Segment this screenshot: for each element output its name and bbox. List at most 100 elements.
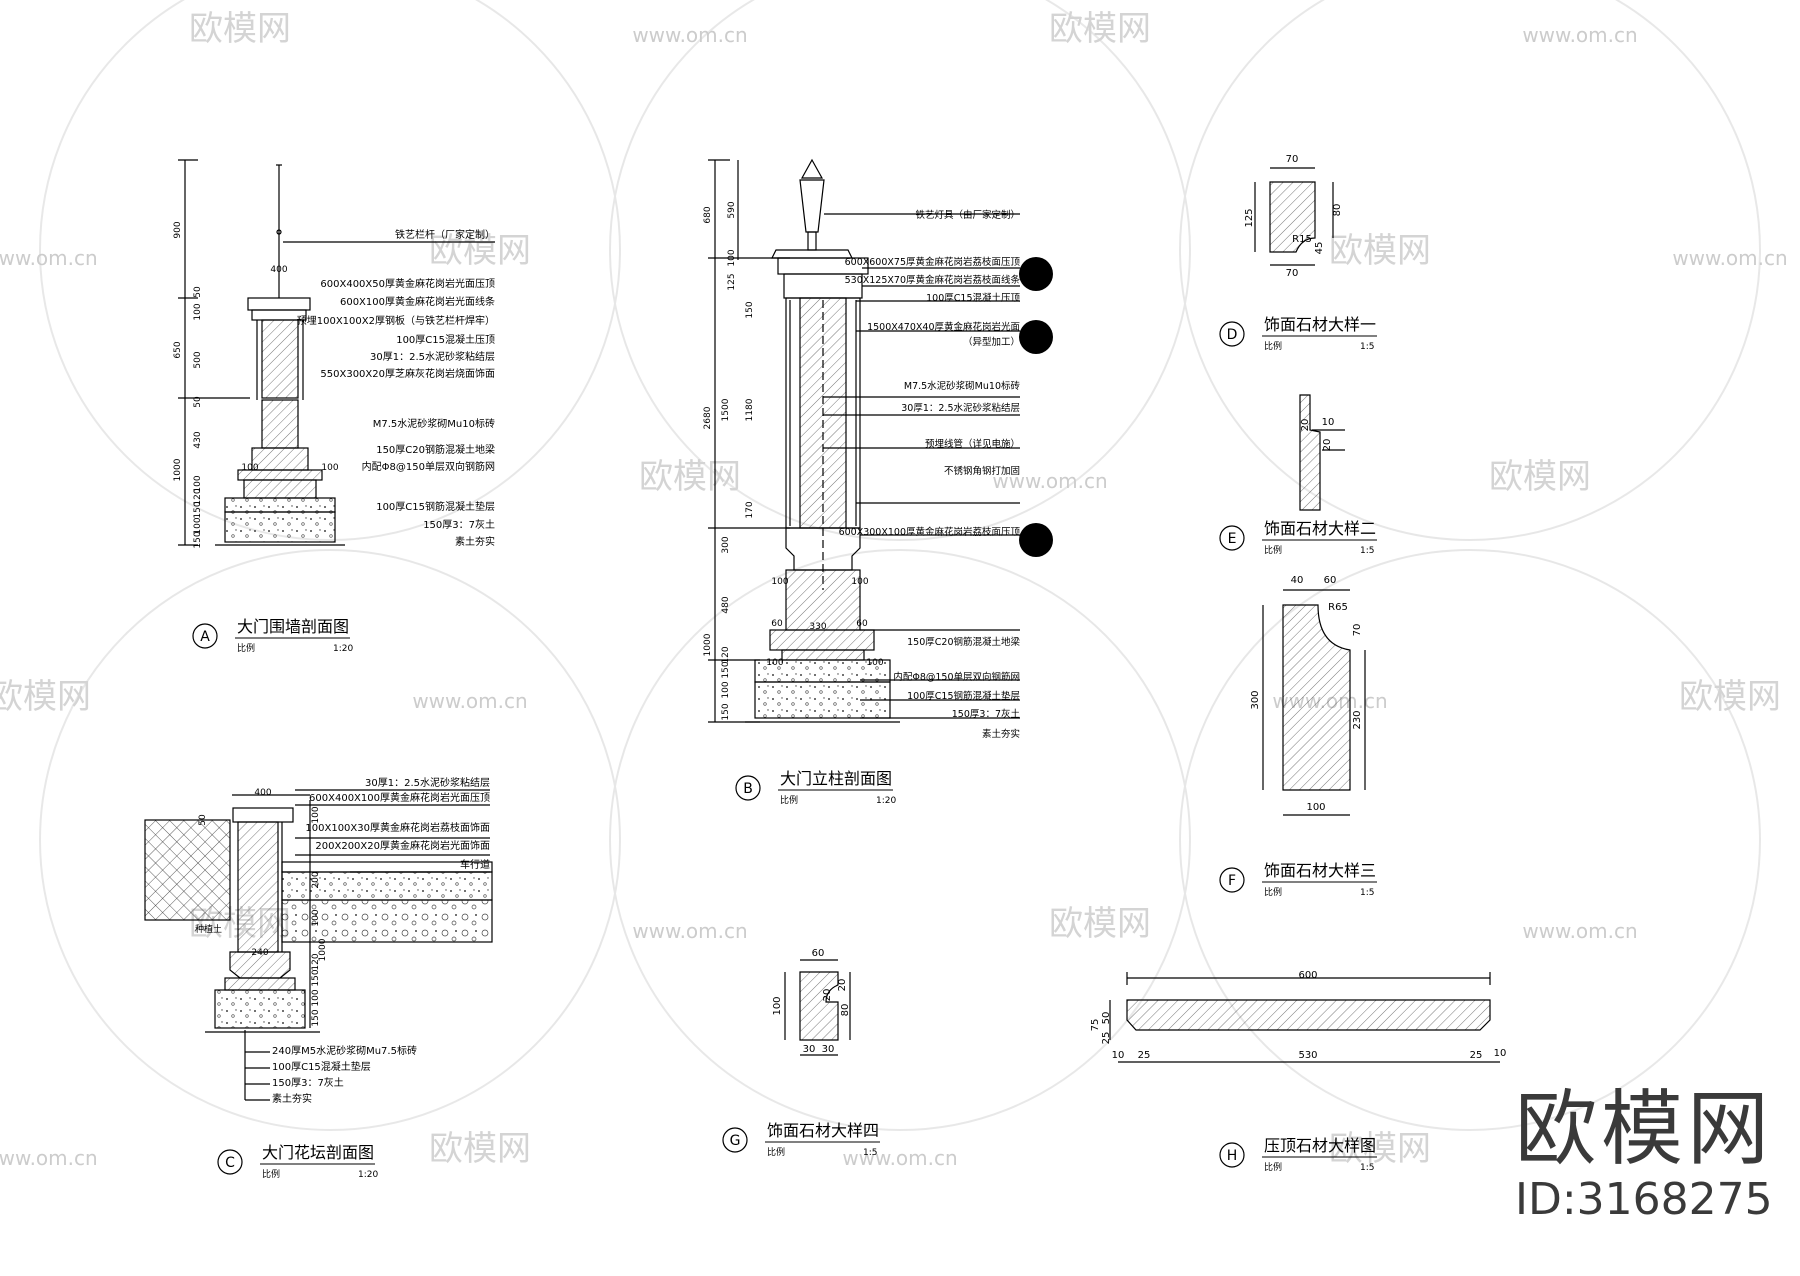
watermark-url: www.om.cn (0, 246, 98, 270)
leader-label: 30厚1：2.5水泥砂浆粘结层 (901, 402, 1020, 414)
dimension-label: 30 (822, 1044, 835, 1055)
leader-label: 550X300X20厚芝麻灰花岗岩烧面饰面 (320, 367, 495, 380)
dimension-label: 80 (840, 1004, 851, 1017)
dimension-label: 10 (1322, 417, 1335, 428)
dimension-label: 100 (772, 996, 783, 1015)
dimension-label: 25 (1138, 1050, 1151, 1061)
section-letter: H (1227, 1148, 1238, 1164)
leader-label: 100厚C15混凝土压顶 (396, 333, 495, 346)
watermark-layer (39, 0, 1761, 1131)
dimension-label: 80 (1332, 204, 1343, 217)
dimension-label: 500 (193, 351, 203, 368)
dimension-label: 1000 (703, 633, 713, 656)
dimension-label: 60 (1324, 575, 1337, 586)
dimension-label: 20 (837, 979, 848, 992)
leader-label: 600X400X50厚黄金麻花岗岩光面压顶 (320, 277, 495, 290)
leader-label: 150厚3：7灰土 (423, 518, 495, 531)
dimension-label: 50 (193, 396, 203, 408)
leader-label: 100厚C15混凝土垫层 (272, 1060, 371, 1073)
watermark-url: www.om.cn (1522, 23, 1637, 47)
section-marker-circle (1219, 321, 1245, 347)
leader-label: 100厚C15钢筋混凝土垫层 (907, 690, 1020, 702)
watermark-logo: 欧模网 (189, 9, 291, 49)
section-b-markers (1019, 257, 1053, 557)
leader-label: M7.5水泥砂浆砌Mu10标砖 (904, 380, 1021, 392)
dimension-label: 70 (1286, 154, 1299, 165)
dimension-label: 2680 (703, 406, 713, 429)
leader-label: 100X100X30厚黄金麻花岗岩荔枝面饰面 (305, 821, 490, 834)
section-letter: A (200, 629, 210, 645)
dimension-label: 100 (241, 463, 258, 473)
section-marker-circle (735, 775, 761, 801)
leader-label: 30厚1：2.5水泥砂浆粘结层 (365, 776, 490, 789)
watermark-url: www.om.cn (412, 689, 527, 713)
dimension-label: 75 (1090, 1019, 1101, 1032)
dimension-label: 100 (721, 681, 731, 698)
dimension-label: 650 (173, 341, 183, 358)
dimension-label: 50 (193, 286, 203, 298)
brand-id: ID:3168275 (1515, 1174, 1773, 1225)
dimension-label: 20 (822, 989, 833, 1002)
dimension-label: 590 (727, 201, 737, 218)
dimension-label: 100 (311, 806, 321, 823)
watermark-logo: 欧模网 (1489, 457, 1591, 497)
scale-value: 1:5 (1360, 888, 1374, 898)
section-letter: D (1227, 327, 1238, 343)
leader-label: 600X300X100厚黄金麻花岗岩荔枝面压顶 (839, 526, 1021, 538)
section-letter: B (743, 781, 753, 797)
dimension-label: 25 (1101, 1032, 1112, 1045)
watermark-logo: 欧模网 (1049, 9, 1151, 49)
dimension-label: 150 (193, 501, 203, 518)
section-f-drawing (1262, 589, 1366, 816)
leader-label: 530X125X70厚黄金麻花岗岩荔枝面线条 (845, 274, 1021, 286)
leader-label: 铁艺灯具（由厂家定制） (915, 209, 1020, 221)
section-marker-circle (722, 1127, 748, 1153)
dimension-label: 120 (311, 953, 321, 970)
section-marker-circle (1219, 1142, 1245, 1168)
section-letter: G (730, 1133, 741, 1149)
leader-label: 100厚C15钢筋混凝土垫层 (376, 500, 495, 513)
marker-dot (1019, 320, 1053, 354)
marker-dot (1019, 257, 1053, 291)
dimension-label: 100 (771, 577, 788, 587)
dimension-label: 480 (721, 596, 731, 613)
leader-label: 内配Φ8@150单层双向钢筋网 (893, 671, 1020, 683)
dimension-label: 600 (1298, 970, 1317, 981)
dimension-label: 1500 (721, 398, 731, 421)
section-marker-circle (217, 1149, 243, 1175)
section-c-drawing (144, 789, 493, 1101)
section-h-drawing (1109, 972, 1500, 1063)
section-g-drawing (784, 959, 851, 1056)
leader-label: 预埋100X100X2厚钢板（与铁艺栏杆焊牢） (297, 314, 495, 327)
dimension-label: 150 (721, 661, 731, 678)
dimension-label: R15 (1292, 234, 1312, 245)
leader-label: 30厚1：2.5水泥砂浆粘结层 (370, 350, 495, 363)
leader-label: 600X400X100厚黄金麻花岗岩光面压顶 (309, 791, 490, 804)
scale-label: 比例 (1264, 340, 1282, 352)
dimension-label: 300 (1250, 690, 1261, 709)
section-marker-circle (1219, 867, 1245, 893)
scale-label: 比例 (1264, 1161, 1282, 1173)
watermark-logo: 欧模网 (0, 677, 91, 717)
dimension-label: 150 (721, 703, 731, 720)
dimension-label: 400 (270, 265, 287, 275)
watermark-logo: 欧模网 (1329, 1129, 1431, 1169)
section-letter: F (1228, 873, 1236, 889)
section-title: 饰面石材大样二 (1264, 519, 1376, 538)
section-e-drawing (1299, 394, 1345, 511)
leader-label: 200X200X20厚黄金麻花岗岩光面饰面 (315, 839, 490, 852)
section-title: 大门立柱剖面图 (780, 769, 892, 788)
marker-dot (1019, 523, 1053, 557)
leader-label: 内配Φ8@150单层双向钢筋网 (362, 460, 495, 473)
leader-label: 铁艺栏杆（厂家定制） (395, 228, 495, 241)
dimension-label: 100 (193, 303, 203, 320)
scale-value: 1:20 (333, 644, 353, 654)
leader-label: 1500X470X40厚黄金麻花岗岩光面 (867, 321, 1020, 333)
dimension-label: 1000 (173, 458, 183, 481)
dimension-label: 100 (193, 517, 203, 534)
dimension-label: 70 (1352, 624, 1363, 637)
dimension-label: 100 (311, 909, 321, 926)
dimension-label: 60 (856, 619, 868, 629)
watermark-url: www.om.cn (632, 23, 747, 47)
